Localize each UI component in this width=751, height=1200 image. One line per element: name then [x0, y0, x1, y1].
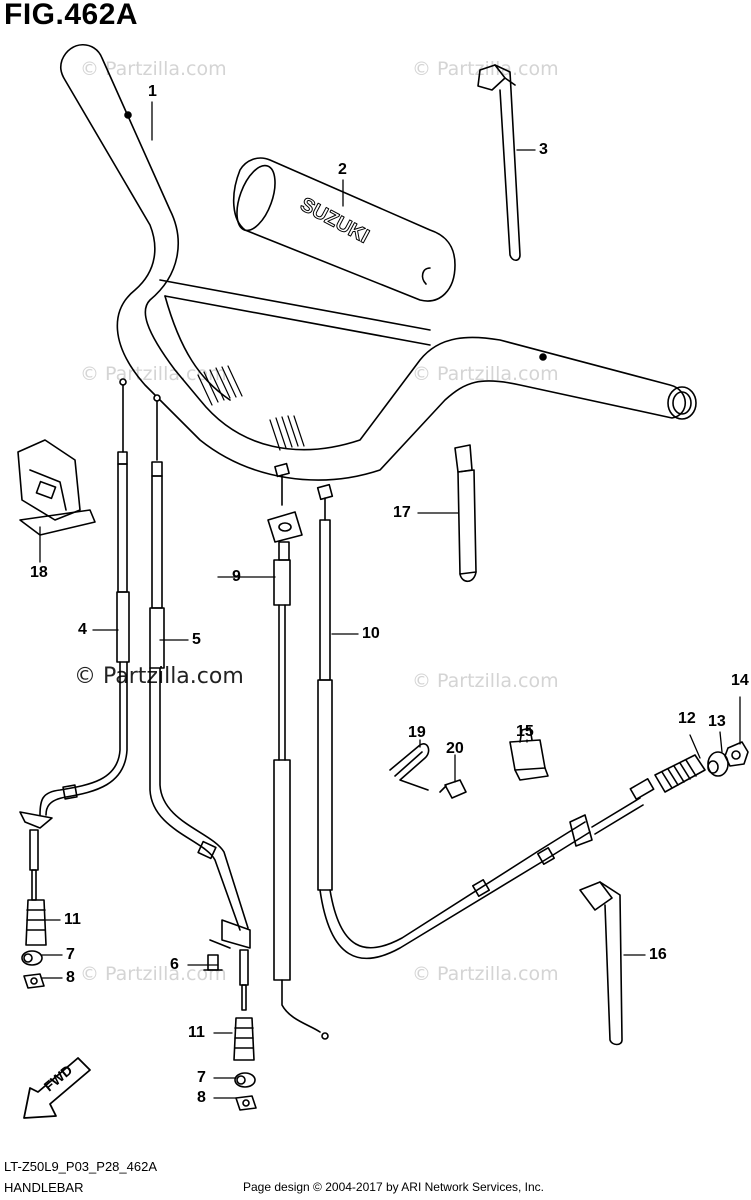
callout-9: 9 [232, 568, 241, 585]
bolt-part-20 [439, 779, 467, 799]
cable-tie-part-3 [477, 64, 521, 262]
clip-part-19 [389, 743, 430, 791]
callout-8-b: 8 [197, 1089, 206, 1106]
watermark: © Partzilla.com [80, 963, 227, 985]
cable-tie-part-16 [579, 881, 623, 1046]
watermark: © Partzilla.com [80, 58, 227, 80]
callout-7-a: 7 [66, 946, 75, 963]
callout-11-a: 11 [64, 911, 81, 928]
fwd-arrow-icon [23, 1057, 91, 1119]
watermark: © Partzilla.com [412, 963, 559, 985]
callout-15: 15 [516, 723, 534, 740]
callout-3: 3 [539, 141, 548, 158]
callout-17: 17 [393, 504, 411, 521]
model-code: LT-Z50L9_P03_P28_462A [4, 1159, 157, 1174]
nut-part-13 [707, 751, 729, 777]
cable-part-10 [316, 483, 655, 960]
cable-part-4 [19, 378, 130, 901]
section-name: HANDLEBAR [4, 1180, 84, 1195]
callout-16: 16 [649, 946, 667, 963]
callout-2: 2 [338, 161, 347, 178]
nut-part-8-b [235, 1095, 257, 1111]
callout-19: 19 [408, 724, 426, 741]
bracket-part-18 [17, 439, 96, 536]
callout-13: 13 [708, 713, 726, 730]
figure-title: FIG.462A [4, 0, 139, 31]
callout-6: 6 [170, 956, 179, 973]
nut-part-8-a [23, 973, 45, 989]
watermark: © Partzilla.com [412, 670, 559, 692]
brand-logo: SUZUKI [296, 193, 372, 247]
callout-18: 18 [30, 564, 48, 581]
clip-part-15 [509, 727, 549, 781]
callout-7-b: 7 [197, 1069, 206, 1086]
callout-5: 5 [192, 631, 201, 648]
callout-12: 12 [678, 710, 696, 727]
callout-14: 14 [731, 672, 749, 689]
watermark: © Partzilla.com [412, 363, 559, 385]
nipple-part-7-a [21, 950, 43, 966]
callout-8-a: 8 [66, 969, 75, 986]
callout-1: 1 [148, 83, 157, 100]
handlebar-part [59, 44, 697, 481]
boot-part-11-b [233, 1017, 255, 1061]
adjuster-part-12 [654, 754, 706, 793]
cable-part-9 [267, 462, 329, 1040]
handlebar-pad-part [232, 157, 456, 302]
watermark: © Partzilla.com [80, 363, 227, 385]
nut-part-14 [724, 741, 749, 767]
callout-4: 4 [78, 621, 87, 638]
cable-part-5 [149, 394, 251, 1011]
callout-10: 10 [362, 625, 380, 642]
band-part-17 [454, 444, 477, 583]
copyright-text: Page design © 2004-2017 by ARI Network S… [243, 1180, 545, 1194]
nipple-part-7-b [234, 1072, 256, 1088]
boot-part-11-a [25, 899, 47, 946]
callout-11-b: 11 [188, 1024, 205, 1041]
callout-20: 20 [446, 740, 464, 757]
